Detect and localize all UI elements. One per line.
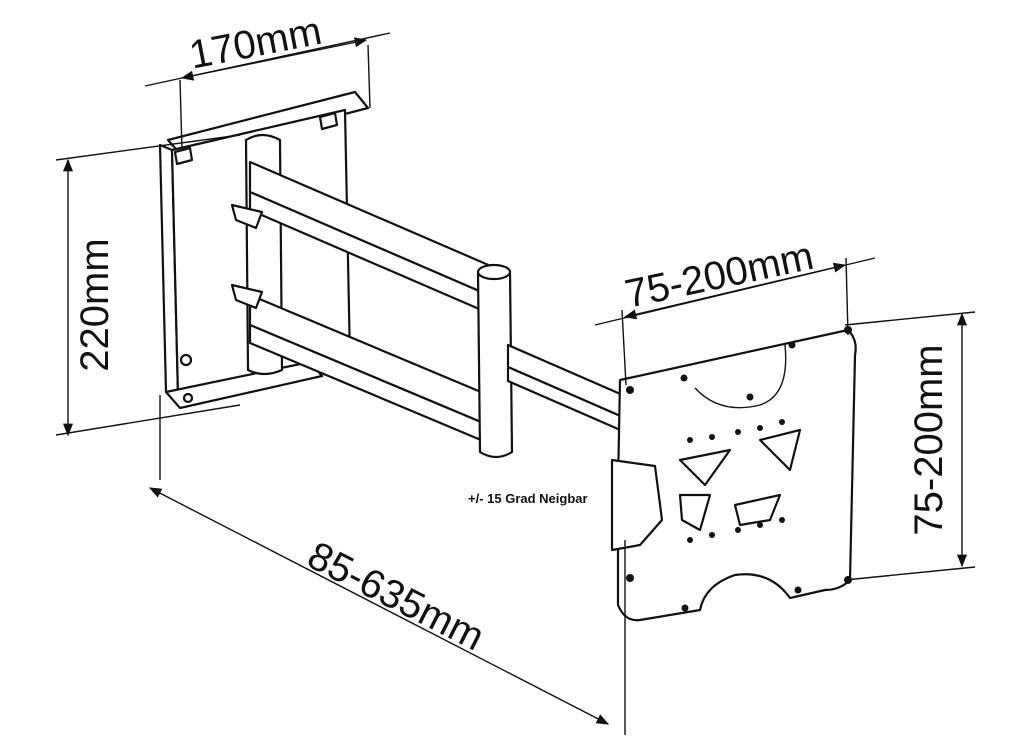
vesa-cutout: [678, 448, 732, 487]
swing-arm-assembly: [230, 133, 627, 459]
dim-vesa-horizontal: 75-200mm: [621, 234, 817, 317]
vesa-cutout: [758, 428, 802, 472]
dim-extension-range: 85-635mm: [301, 533, 491, 659]
dim-vesa-vertical: 75-200mm: [907, 344, 951, 535]
wall-hole: [182, 392, 194, 404]
vesa-holes: [626, 326, 852, 612]
dimension-lines: [55, 32, 976, 735]
elbow-joint-cap: [476, 263, 512, 281]
wall-slot: [318, 111, 339, 131]
tilt-note: +/- 15 Grad Neigbar: [468, 491, 588, 506]
tilt-bracket: [610, 458, 664, 552]
vesa-top-cutout: [694, 344, 787, 409]
wall-slot: [173, 146, 194, 166]
arm-bracket: [230, 283, 264, 310]
vesa-cutout: [733, 493, 782, 527]
dim-wall-plate-height: 220mm: [73, 238, 117, 371]
dim-wall-plate-width: 170mm: [186, 9, 325, 78]
vesa-plate: [610, 326, 857, 622]
vesa-cutout: [678, 493, 712, 532]
wall-hole: [179, 353, 193, 367]
arm-bracket: [230, 203, 264, 230]
